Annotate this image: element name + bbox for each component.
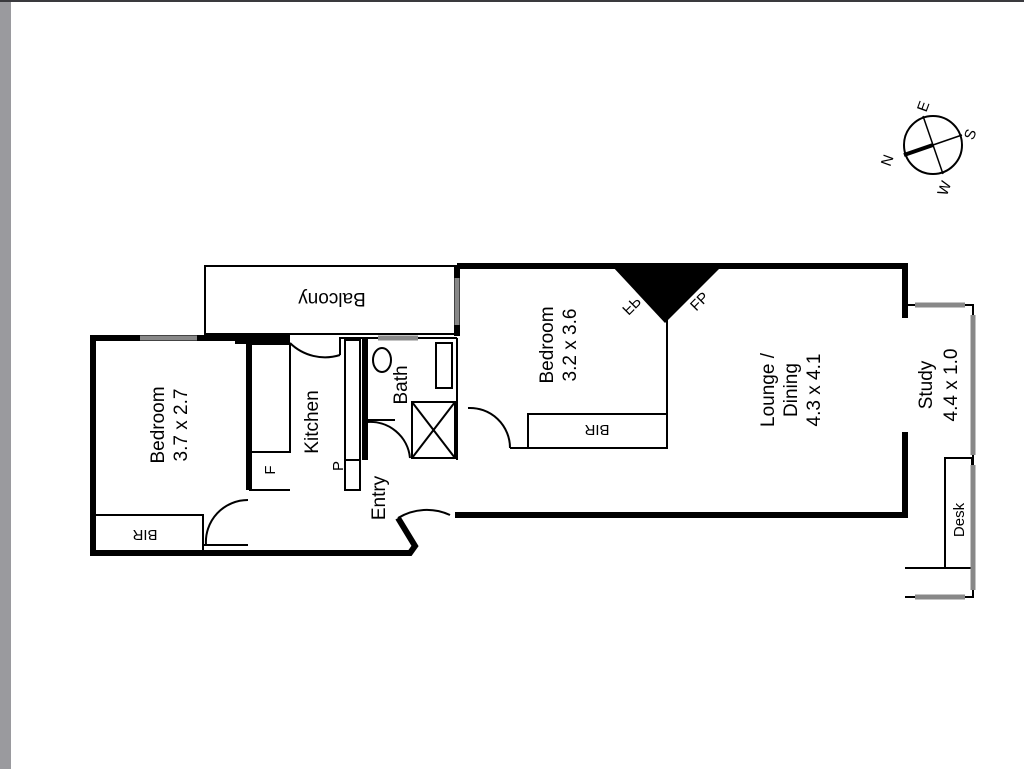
bedroom1-size: 3.7 x 2.7 [171, 389, 192, 462]
lounge-size: 4.3 x 4.1 [804, 354, 825, 427]
shower [411, 401, 456, 459]
left-edge-bar [0, 0, 11, 769]
study-name: Study [916, 360, 937, 409]
doors [204, 342, 512, 546]
walls [90, 263, 974, 598]
bedroom1-name: Bedroom [148, 386, 169, 463]
lounge-name: Lounge / [758, 352, 779, 427]
fireplace [612, 266, 722, 323]
top-edge-bar [0, 0, 1024, 2]
compass-e: E [914, 99, 933, 114]
compass-n: N [878, 152, 898, 168]
pantry-label: P [330, 461, 347, 471]
bath-label: Bath [391, 365, 412, 404]
bir1-label: BIR [132, 526, 157, 543]
balcony-label: Balcony [298, 288, 366, 309]
bedroom2-name: Bedroom [537, 306, 558, 383]
compass-icon: N E S W [878, 99, 981, 198]
dining-name: Dining [781, 363, 802, 417]
windows [140, 278, 976, 600]
bir2-label: BIR [584, 421, 609, 438]
compass-w: W [934, 178, 955, 198]
study-size: 4.4 x 1.0 [941, 349, 962, 422]
entry-label: Entry [369, 475, 390, 520]
kitchen-label: Kitchen [302, 390, 323, 453]
fridge-label: F [262, 465, 279, 474]
compass-s: S [961, 127, 980, 142]
bedroom2-size: 3.2 x 3.6 [560, 309, 581, 382]
desk-label: Desk [951, 502, 968, 537]
